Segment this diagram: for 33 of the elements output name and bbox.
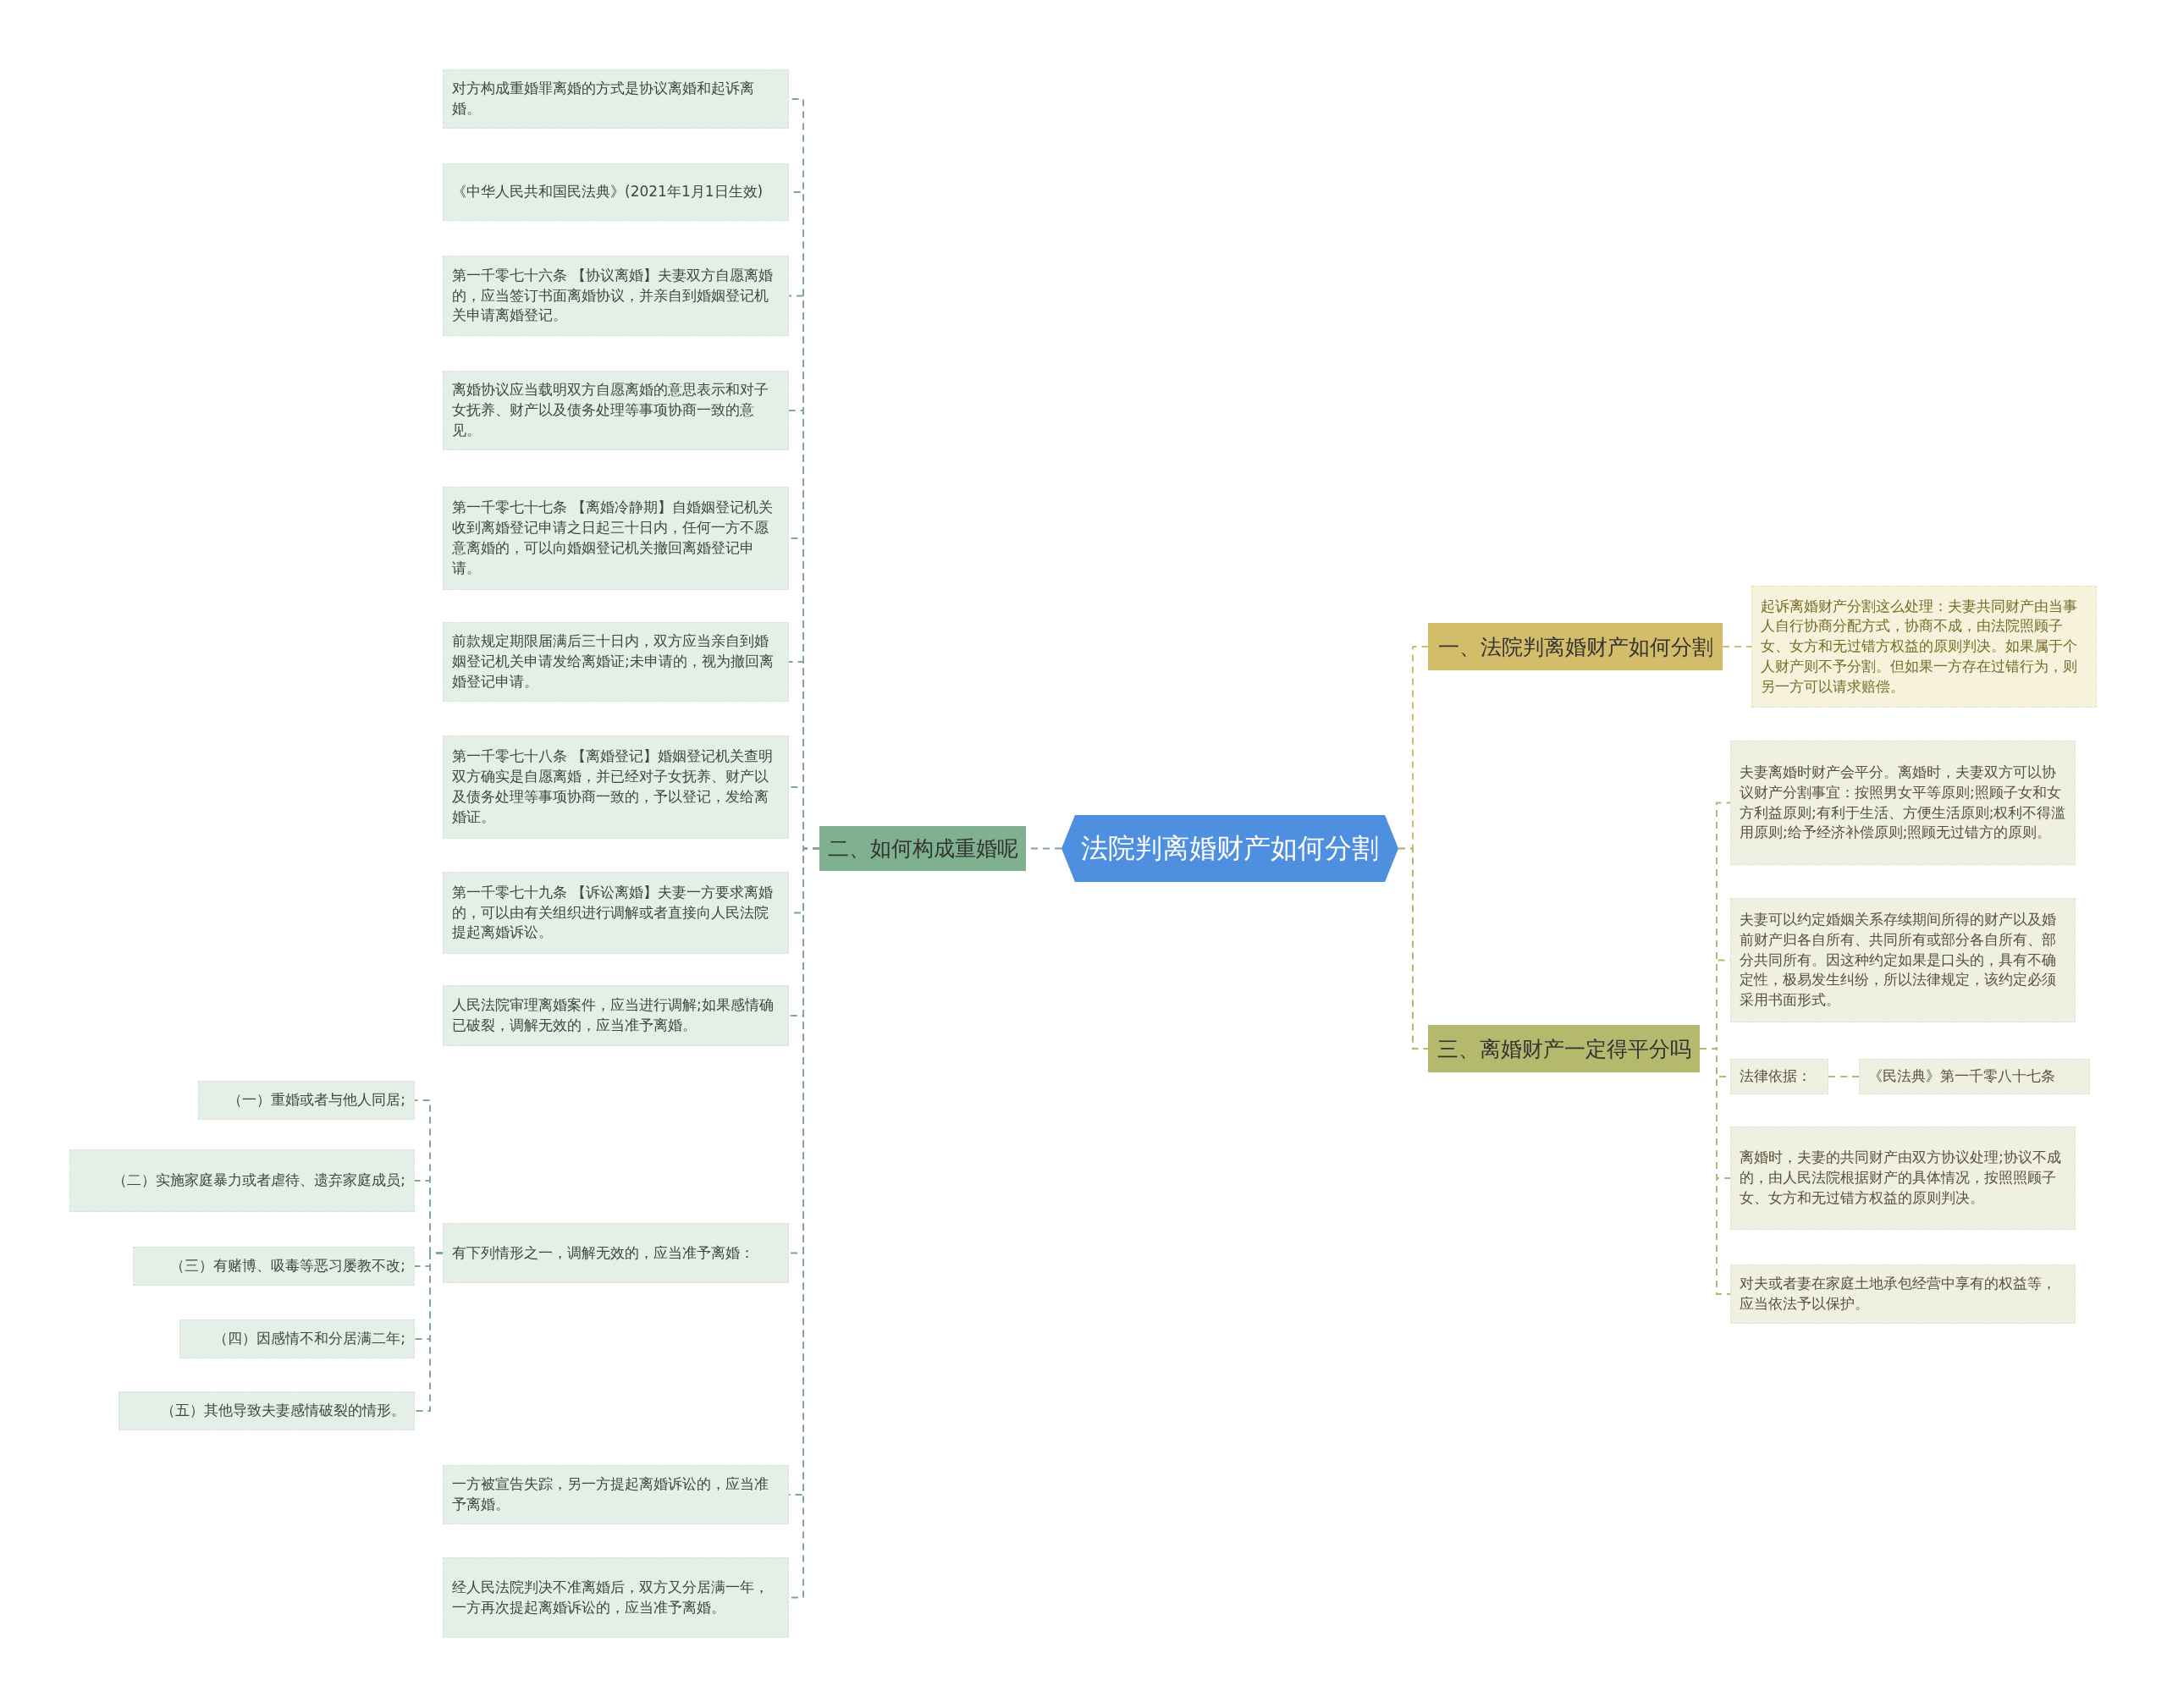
note-box: （一）重婚或者与他人同居; bbox=[198, 1081, 415, 1120]
note-box: 起诉离婚财产分割这么处理：夫妻共同财产由当事人自行协商分配方式，协商不成，由法院照顾子女、女方和无过错方权益的原则判决。如果属于个人财产则不予分割。但如果一方存在过错行为，则另一方可以请求赔偿。 bbox=[1751, 586, 2097, 708]
branch-topic: 三、离婚财产一定得平分吗 bbox=[1428, 1025, 1700, 1072]
note-box: 有下列情形之一，调解无效的，应当准予离婚： bbox=[443, 1223, 789, 1283]
connector-line bbox=[1828, 1076, 1860, 1077]
branch-topic: 二、如何构成重婚呢 bbox=[819, 826, 1026, 871]
note-box: （三）有赌博、吸毒等恶习屡教不改; bbox=[133, 1247, 415, 1286]
note-box: （五）其他导致夫妻感情破裂的情形。 bbox=[119, 1391, 415, 1430]
note-box: （四）因感情不和分居满二年; bbox=[179, 1320, 415, 1358]
connector-line bbox=[414, 1252, 444, 1412]
branch-topic: 一、法院判离婚财产如何分割 bbox=[1428, 623, 1723, 670]
connector-line bbox=[1398, 847, 1429, 1050]
note-box: 离婚时，夫妻的共同财产由双方协议处理;协议不成的，由人民法院根据财产的具体情况，按照照顾子女、女方和无过错方权益的原则判决。 bbox=[1730, 1127, 2076, 1230]
note-box: 夫妻离婚时财产会平分。离婚时，夫妻双方可以协议财产分割事宜：按照男女平等原则;照顾子女和女方利益原则;有利于生活、方便生活原则;权利不得滥用原则;给予经济补偿原则;照顾无过错方的原则。 bbox=[1730, 741, 2076, 865]
note-box: 一方被宣告失踪，另一方提起离婚诉讼的，应当准予离婚。 bbox=[443, 1465, 789, 1524]
note-box: 《民法典》第一千零八十七条 bbox=[1859, 1059, 2090, 1094]
note-box: 人民法院审理离婚案件，应当进行调解;如果感情确已破裂，调解无效的，应当准予离婚。 bbox=[443, 985, 789, 1046]
note-box: 前款规定期限届满后三十日内，双方应当亲自到婚姻登记机关申请发给离婚证;未申请的，视为撤回离婚登记申请。 bbox=[443, 622, 789, 702]
note-box: 第一千零七十八条 【离婚登记】婚姻登记机关查明双方确实是自愿离婚，并已经对子女抚养、财产以及债务处理等事项协商一致的，予以登记，发给离婚证。 bbox=[443, 736, 789, 839]
note-box: 夫妻可以约定婚姻关系存续期间所得的财产以及婚前财产归各自所有、共同所有或部分各自所有、部分共同所有。因这种约定如果是口头的，具有不确定性，极易发生纠纷，所以法律规定，该约定必须采用书面形式。 bbox=[1730, 898, 2076, 1022]
note-box: 第一千零七十九条 【诉讼离婚】夫妻一方要求离婚的，可以由有关组织进行调解或者直接向人民法院提起离婚诉讼。 bbox=[443, 872, 789, 954]
note-box: 对方构成重婚罪离婚的方式是协议离婚和起诉离婚。 bbox=[443, 69, 789, 129]
note-box: 《中华人民共和国民法典》(2021年1月1日生效) bbox=[443, 163, 789, 221]
note-box: （二）实施家庭暴力或者虐待、遗弃家庭成员; bbox=[69, 1149, 415, 1212]
note-box: 经人民法院判决不准离婚后，双方又分居满一年，一方再次提起离婚诉讼的，应当准予离婚。 bbox=[443, 1557, 789, 1638]
note-box: 第一千零七十七条 【离婚冷静期】自婚姻登记机关收到离婚登记申请之日起三十日内，任何一方不愿意离婚的，可以向婚姻登记机关撤回离婚登记申请。 bbox=[443, 487, 789, 590]
connector-line bbox=[1722, 646, 1752, 647]
note-box: 离婚协议应当载明双方自愿离婚的意思表示和对子女抚养、财产以及债务处理等事项协商一致的意见。 bbox=[443, 371, 789, 450]
connector-line bbox=[1699, 1048, 1731, 1295]
note-box: 法律依据： bbox=[1730, 1059, 1828, 1094]
central-topic: 法院判离婚财产如何分割 bbox=[1061, 815, 1398, 882]
note-box: 对夫或者妻在家庭土地承包经营中享有的权益等，应当依法予以保护。 bbox=[1730, 1264, 2076, 1324]
note-box: 第一千零七十六条 【协议离婚】夫妻双方自愿离婚的，应当签订书面离婚协议，并亲自到婚姻登记机关申请离婚登记。 bbox=[443, 256, 789, 336]
